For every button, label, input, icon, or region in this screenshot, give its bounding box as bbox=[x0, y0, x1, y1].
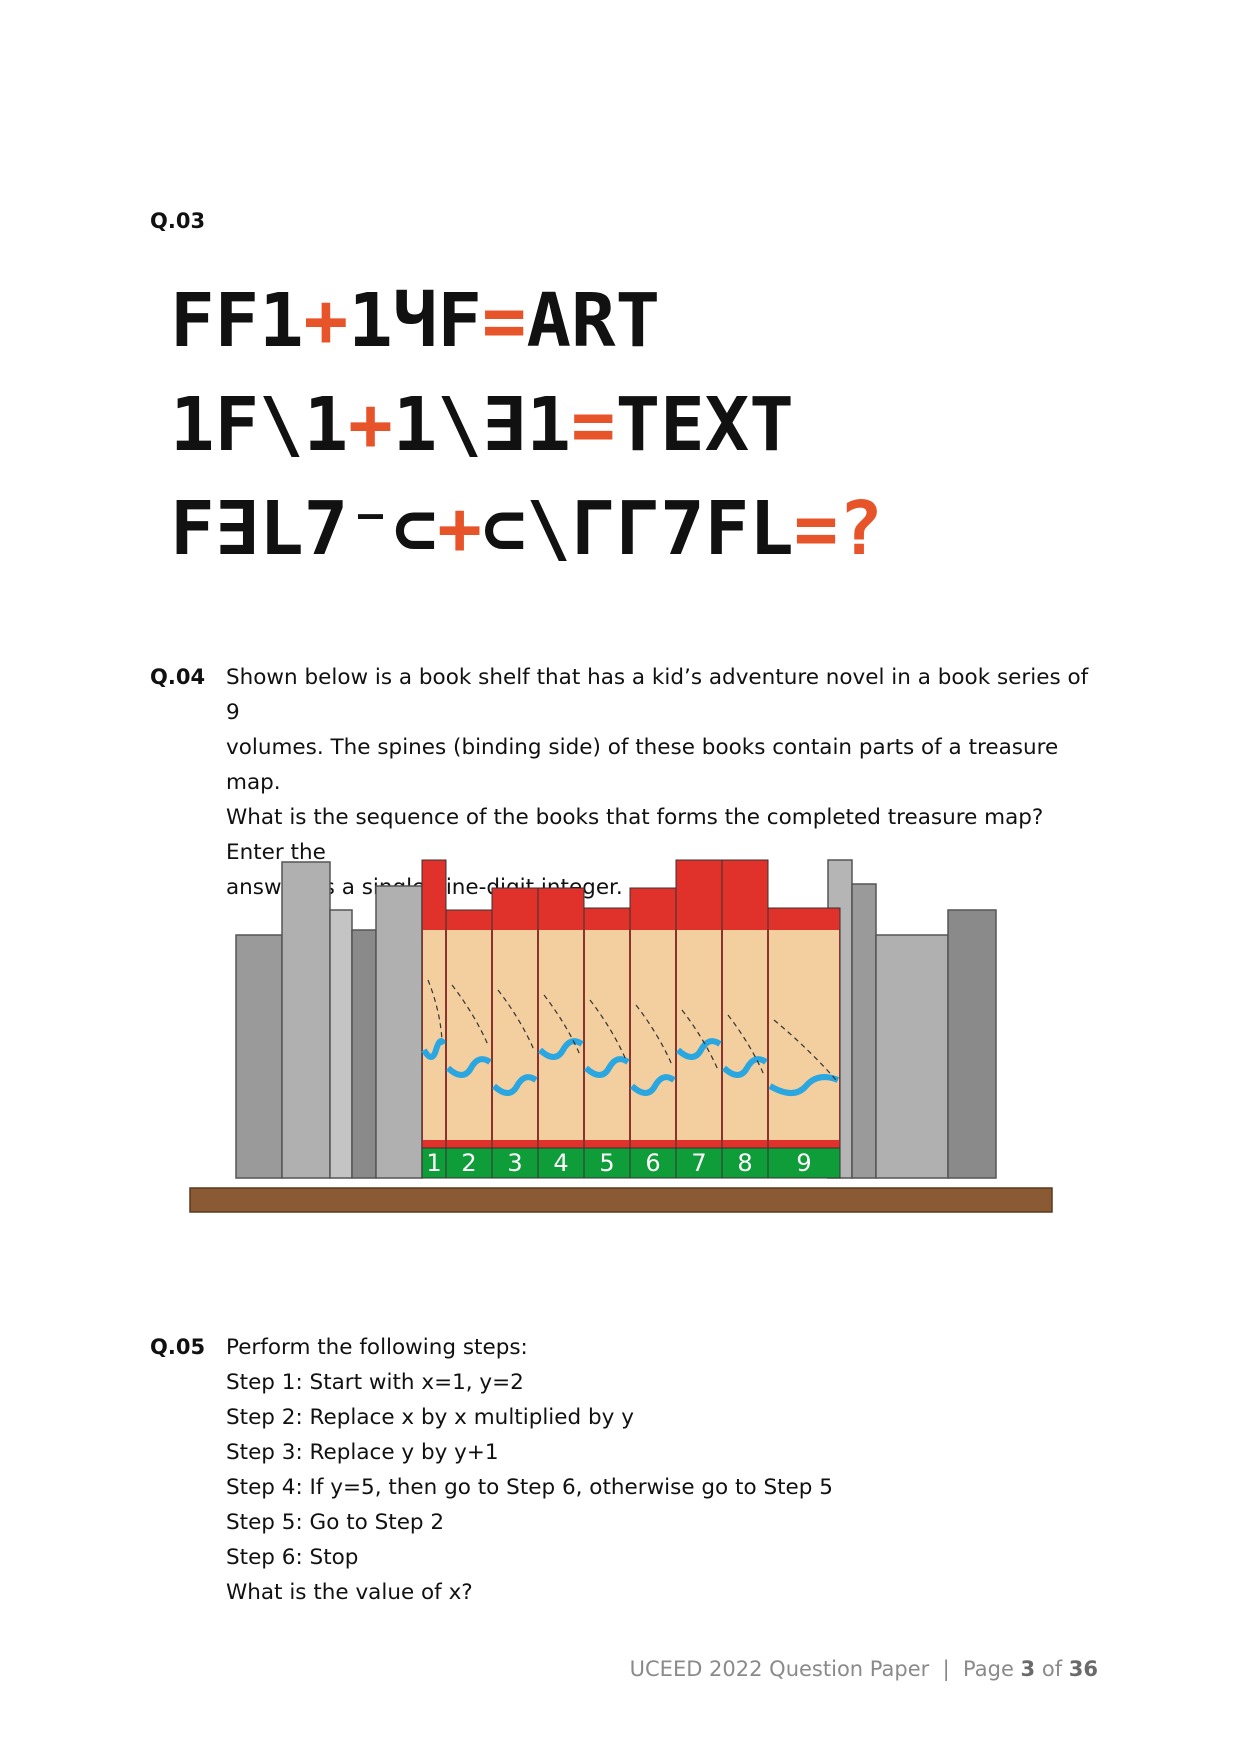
q03-number: Q.03 bbox=[150, 209, 206, 233]
river-fragment bbox=[421, 1038, 447, 1060]
book-number: 4 bbox=[553, 1149, 568, 1177]
book-number-strip bbox=[491, 1147, 539, 1179]
trail-fragment bbox=[427, 979, 443, 1041]
river-fragment bbox=[721, 1056, 768, 1078]
grey-book bbox=[235, 934, 283, 1179]
q05-number: Q.05 bbox=[150, 1335, 206, 1359]
book-number: 2 bbox=[461, 1149, 476, 1177]
trail-fragment bbox=[451, 984, 489, 1046]
cipher-right: 1\∃1 bbox=[393, 382, 571, 468]
book-number-strip bbox=[537, 1147, 585, 1179]
cipher-equals: = bbox=[482, 282, 527, 364]
trail-fragment bbox=[543, 994, 581, 1056]
book-number: 7 bbox=[691, 1149, 706, 1177]
q05-line: Step 3: Replace y by y+1 bbox=[226, 1440, 499, 1465]
footer-mid: of bbox=[1035, 1657, 1069, 1681]
book-number-strip bbox=[583, 1147, 631, 1179]
q05-text: Perform the following steps: Step 1: Sta… bbox=[226, 1330, 1106, 1610]
q04-line: volumes. The spines (binding side) of th… bbox=[226, 735, 1059, 795]
book-number-strip bbox=[421, 1147, 447, 1179]
grey-book bbox=[329, 909, 353, 1179]
trail-fragment bbox=[773, 1019, 837, 1081]
q05-line: What is the value of x? bbox=[226, 1580, 473, 1605]
book-number-strip bbox=[445, 1147, 493, 1179]
q04-line: Shown below is a book shelf that has a k… bbox=[226, 665, 1089, 725]
book-number-strip bbox=[767, 1147, 841, 1179]
cipher-plus: + bbox=[304, 282, 349, 364]
map-fragment bbox=[493, 930, 537, 1140]
map-fragment bbox=[585, 930, 629, 1140]
river-fragment bbox=[537, 1038, 584, 1060]
q05-line: Step 2: Replace x by x multiplied by y bbox=[226, 1405, 634, 1430]
trail-fragment bbox=[635, 1004, 673, 1066]
q04-line: What is the sequence of the books that f… bbox=[226, 805, 1044, 865]
map-fragment bbox=[539, 930, 583, 1140]
river-fragment bbox=[583, 1056, 630, 1078]
river-fragment bbox=[491, 1074, 538, 1096]
q05-line: Step 5: Go to Step 2 bbox=[226, 1510, 445, 1535]
cipher-plus: + bbox=[437, 486, 482, 572]
map-fragment bbox=[447, 930, 491, 1140]
cipher-left: 1F\1 bbox=[170, 382, 348, 468]
book-number: 3 bbox=[507, 1149, 522, 1177]
river-fragment bbox=[445, 1056, 492, 1078]
cipher-answer: ? bbox=[838, 486, 883, 572]
map-fragment bbox=[631, 930, 675, 1140]
book-number: 8 bbox=[737, 1149, 752, 1177]
footer-total: 36 bbox=[1068, 1657, 1098, 1681]
q04-number: Q.04 bbox=[150, 665, 206, 689]
cipher-left: F∃L7⁻⊂ bbox=[170, 486, 437, 572]
cipher-equation: FF1+1ЧF=ART bbox=[170, 282, 660, 364]
cipher-answer: ART bbox=[526, 282, 660, 364]
river-fragment bbox=[629, 1074, 676, 1096]
trail-fragment bbox=[681, 1009, 719, 1071]
q05-line: Step 6: Stop bbox=[226, 1545, 359, 1570]
cipher-equation: F∃L7⁻⊂+⊂\ΓΓ7FL=? bbox=[170, 486, 883, 572]
page-footer: UCEED 2022 Question Paper | Page 3 of 36 bbox=[630, 1657, 1098, 1681]
footer-prefix: UCEED 2022 Question Paper | Page bbox=[629, 1657, 1021, 1681]
grey-book bbox=[875, 934, 949, 1179]
book-number-strip bbox=[629, 1147, 677, 1179]
book-number: 1 bbox=[426, 1149, 441, 1177]
grey-book bbox=[351, 929, 377, 1179]
cipher-equals: = bbox=[794, 486, 839, 572]
footer-page: 3 bbox=[1020, 1657, 1036, 1681]
grey-book bbox=[851, 883, 877, 1179]
q05-line: Step 4: If y=5, then go to Step 6, other… bbox=[226, 1475, 833, 1500]
trail-fragment bbox=[727, 1014, 765, 1076]
shelf-board bbox=[189, 1187, 1053, 1213]
q05-line: Perform the following steps: bbox=[226, 1335, 528, 1360]
cipher-plus: + bbox=[348, 382, 393, 468]
grey-book bbox=[375, 885, 423, 1179]
cipher-left: FF1 bbox=[170, 282, 304, 364]
river-fragment bbox=[768, 1074, 840, 1096]
trail-fragment bbox=[497, 989, 535, 1051]
cipher-right: ⊂\ΓΓ7FL bbox=[482, 486, 794, 572]
q05-line: Step 1: Start with x=1, y=2 bbox=[226, 1370, 524, 1395]
cipher-equation: 1F\1+1\∃1=TEXT bbox=[170, 382, 794, 468]
book-number-strip bbox=[675, 1147, 723, 1179]
map-fragment bbox=[769, 930, 839, 1140]
book-number: 9 bbox=[796, 1149, 811, 1177]
cipher-right: 1ЧF bbox=[348, 282, 482, 364]
trail-fragment bbox=[589, 999, 627, 1061]
cipher-answer: TEXT bbox=[616, 382, 794, 468]
cipher-equals: = bbox=[571, 382, 616, 468]
river-fragment bbox=[675, 1038, 722, 1060]
book-number: 5 bbox=[599, 1149, 614, 1177]
grey-book bbox=[947, 909, 997, 1179]
book-number-strip bbox=[721, 1147, 769, 1179]
grey-book bbox=[281, 861, 331, 1179]
map-fragment bbox=[723, 930, 767, 1140]
cipher-puzzle: FF1+1ЧF=ART1F\1+1\∃1=TEXTF∃L7⁻⊂+⊂\ΓΓ7FL=… bbox=[170, 282, 883, 572]
book-number: 6 bbox=[645, 1149, 660, 1177]
